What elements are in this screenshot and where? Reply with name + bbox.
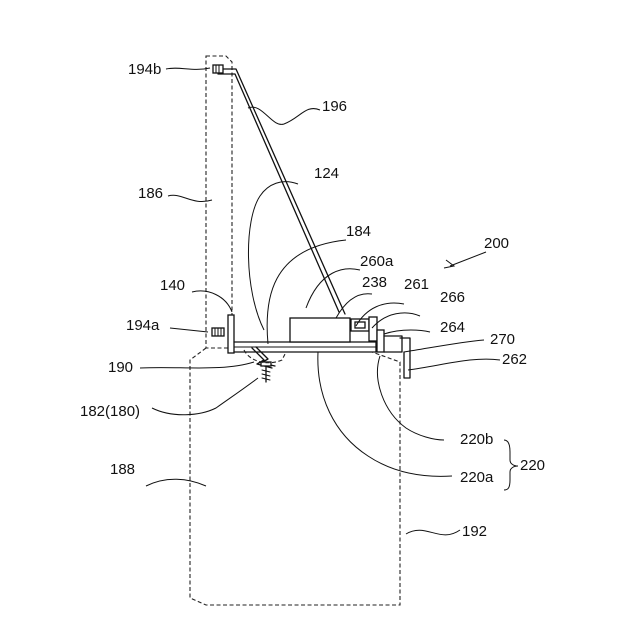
label-184: 184	[346, 223, 371, 240]
label-124: 124	[314, 165, 339, 182]
label-261: 261	[404, 276, 429, 293]
label-238: 238	[362, 274, 387, 291]
label-196: 196	[322, 98, 347, 115]
fastener-194a	[212, 328, 224, 336]
module-238	[290, 318, 350, 342]
label-266: 266	[440, 289, 465, 306]
label-140: 140	[160, 277, 185, 294]
label-182-180: 182(180)	[80, 403, 140, 420]
plate-264	[377, 330, 402, 352]
label-188: 188	[110, 461, 135, 478]
label-220: 220	[520, 457, 545, 474]
label-200: 200	[484, 235, 509, 252]
label-194b: 194b	[128, 61, 161, 78]
screw-182	[261, 362, 271, 382]
label-262: 262	[502, 351, 527, 368]
label-270: 270	[490, 331, 515, 348]
fastener-194b	[213, 65, 223, 73]
label-192: 192	[462, 523, 487, 540]
label-220a: 220a	[460, 469, 494, 486]
connector-266	[369, 317, 377, 341]
label-260a: 260a	[360, 253, 394, 270]
label-194a: 194a	[126, 317, 160, 334]
connector-261	[351, 319, 369, 331]
label-190: 190	[108, 359, 133, 376]
lower-panel-outline	[190, 348, 400, 605]
label-220b: 220b	[460, 431, 493, 448]
bracket-140	[228, 315, 234, 353]
label-264: 264	[440, 319, 465, 336]
label-186: 186	[138, 185, 163, 202]
